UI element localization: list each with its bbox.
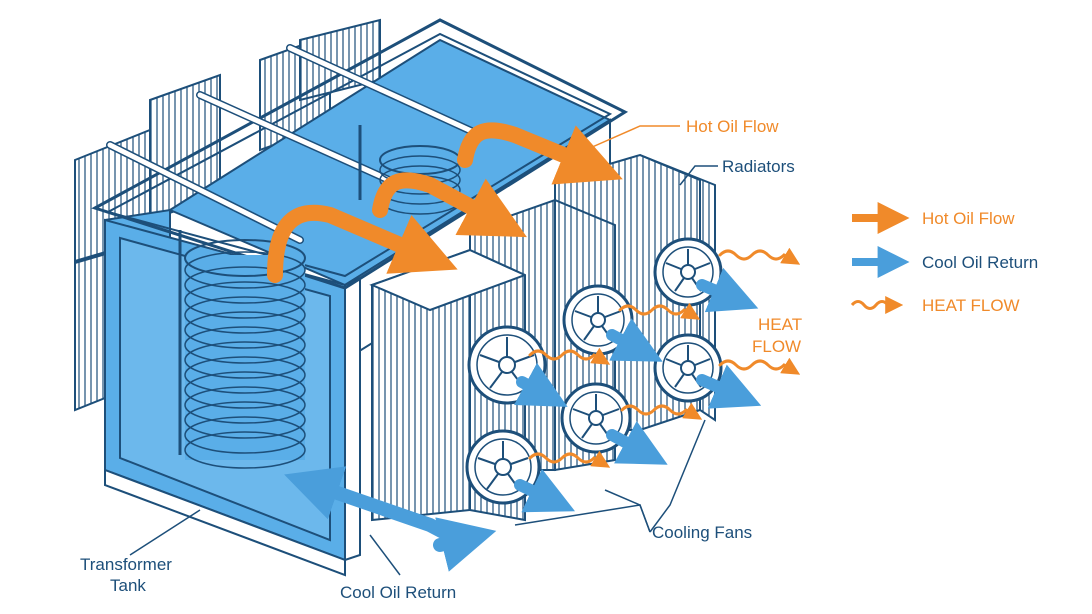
legend-label: HEAT FLOW [922, 296, 1020, 315]
cooling-fans-label: Cooling Fans [652, 523, 752, 542]
legend-label: Cool Oil Return [922, 253, 1038, 272]
transformer-tank-label-line1: Transformer [80, 555, 172, 574]
legend-item-cool-oil: Cool Oil Return [852, 246, 1038, 278]
cool-oil-arrows [284, 267, 762, 572]
legend: Hot Oil Flow Cool Oil Return HEAT FLOW [850, 202, 1038, 315]
fan-6 [653, 333, 723, 403]
heat-flow-label-line1: HEAT [758, 315, 802, 334]
legend-item-hot-oil: Hot Oil Flow [852, 202, 1015, 234]
radiators-label: Radiators [722, 157, 795, 176]
cool-oil-return-label: Cool Oil Return [340, 583, 456, 602]
heat-flow-arrows [528, 247, 801, 468]
hot-oil-arrows [267, 122, 623, 283]
transformer-tank-label-line2: Tank [110, 576, 146, 595]
legend-label: Hot Oil Flow [922, 209, 1015, 228]
legend-item-heat-flow: HEAT FLOW [850, 296, 1020, 315]
leader-lines [129, 125, 718, 576]
coil-front [178, 230, 306, 469]
hot-oil-flow-label: Hot Oil Flow [686, 117, 779, 136]
heat-flow-label-line2: FLOW [752, 337, 801, 356]
wavy-arrow-icon [850, 296, 904, 314]
